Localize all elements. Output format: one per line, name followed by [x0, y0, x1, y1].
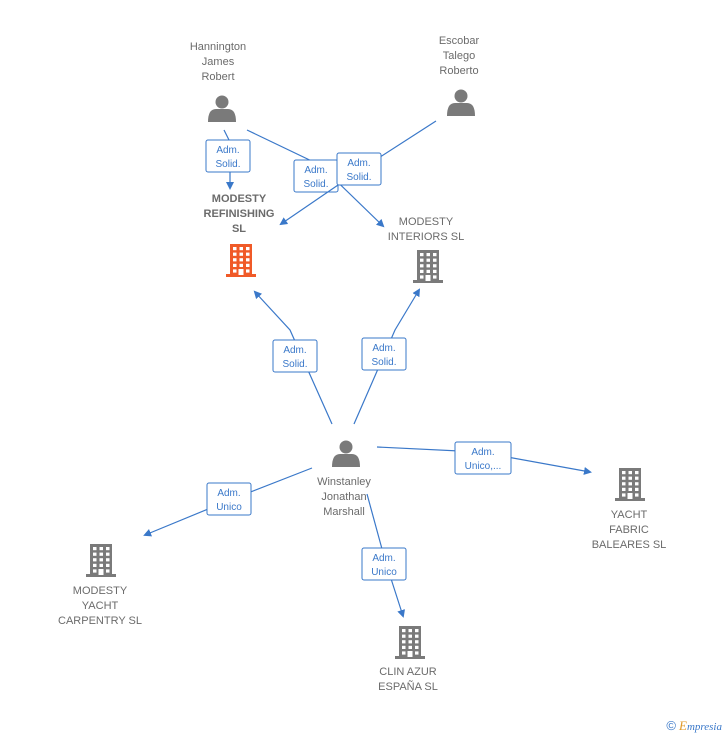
edge-label-text: Solid. [346, 172, 371, 183]
edge-winstanley-to-clin_azur: Adm. Unico [361, 493, 407, 618]
edge-label-text: Solid. [215, 159, 240, 170]
node-label-line: MODESTY [73, 585, 128, 597]
node-label-line: YACHT [611, 509, 648, 521]
edge-label-box[interactable] [205, 139, 251, 173]
node-label-line: Robert [201, 71, 234, 83]
edge-label-text: Adm. [217, 488, 240, 499]
edge-winstanley-to-interiors: Adm. Solid. [353, 288, 421, 425]
building-icon [226, 244, 256, 277]
node-label-line: INTERIORS SL [388, 231, 464, 243]
edge-label-box[interactable] [361, 547, 407, 581]
node-label-line: REFINISHING [204, 208, 275, 220]
edge-label-text: Adm. [283, 345, 306, 356]
node-label-line: FABRIC [609, 524, 649, 536]
building-icon [615, 468, 645, 501]
node-yacht-carpentry[interactable]: MODESTY YACHT CARPENTRY SL [58, 544, 142, 627]
edges-layer: Adm. Solid. Adm. Solid. Adm. Solid. Adm. Solid.… [143, 120, 592, 618]
node-label-line: Hannington [190, 41, 246, 53]
edge-label-text: Unico [371, 567, 397, 578]
edge-label-text: Adm. [372, 553, 395, 564]
person-icon [208, 95, 236, 122]
node-label-line: CLIN AZUR [379, 666, 437, 678]
node-refinishing[interactable]: MODESTY REFINISHING SL [204, 193, 275, 277]
building-icon [86, 544, 116, 577]
node-yacht-fabric[interactable]: YACHT FABRIC BALEARES SL [592, 468, 667, 551]
edge-label-text: Unico [216, 502, 242, 513]
edge-label-text: Solid. [282, 359, 307, 370]
node-label-line: YACHT [82, 600, 119, 612]
copyright-symbol: © [666, 718, 676, 733]
edge-line [353, 288, 421, 425]
node-label-line: Escobar [439, 35, 480, 47]
edge-label-text: Adm. [347, 158, 370, 169]
edge-label-text: Solid. [371, 357, 396, 368]
node-interiors[interactable]: MODESTY INTERIORS SL [388, 216, 464, 283]
brand-name: mpresia [686, 721, 722, 733]
node-label-line: ESPAÑA SL [378, 680, 438, 693]
edge-line [253, 290, 333, 425]
building-icon [413, 250, 443, 283]
edge-escobar-to-refinishing: Adm. Solid. [279, 120, 437, 226]
node-label-line: CARPENTRY SL [58, 615, 142, 627]
edge-label-box[interactable] [206, 482, 252, 516]
node-label-line: MODESTY [399, 216, 454, 228]
edge-label-box[interactable] [454, 441, 512, 475]
node-label-line: MODESTY [212, 193, 267, 205]
building-icon [395, 626, 425, 659]
edge-label-box[interactable] [272, 339, 318, 373]
node-clin-azur[interactable]: CLIN AZUR ESPAÑA SL [378, 626, 438, 693]
node-label-line: SL [232, 223, 246, 235]
edge-label-text: Adm. [304, 165, 327, 176]
edge-label-box[interactable] [361, 337, 407, 371]
node-label-line: Marshall [323, 506, 365, 518]
node-label-line: James [202, 56, 235, 68]
node-label-line: Jonathan [321, 491, 366, 503]
edge-winstanley-to-refinishing: Adm. Solid. [253, 290, 333, 425]
node-label-line: Talego [443, 50, 475, 62]
edge-winstanley-to-yacht_carpentry: Adm. Unico [143, 467, 313, 537]
edge-label-box[interactable] [336, 152, 382, 186]
person-icon [332, 440, 360, 467]
edge-label-text: Adm. [372, 343, 395, 354]
brand-initial: E [679, 718, 687, 733]
person-icon [447, 89, 475, 116]
node-label-line: BALEARES SL [592, 539, 667, 551]
edge-label-text: Unico,... [465, 461, 502, 472]
node-label-line: Roberto [439, 65, 478, 77]
edge-winstanley-to-yacht_fabric: Adm. Unico,... [376, 441, 592, 475]
edge-hannington-to-refinishing: Adm. Solid. [205, 129, 251, 190]
edge-label-text: Adm. [471, 447, 494, 458]
edge-label-text: Solid. [303, 179, 328, 190]
edge-label-text: Adm. [216, 145, 239, 156]
footer-brand: ©Empresia [666, 718, 722, 734]
node-label-line: Winstanley [317, 476, 371, 488]
edge-hannington-to-interiors: Adm. Solid. [246, 129, 385, 228]
